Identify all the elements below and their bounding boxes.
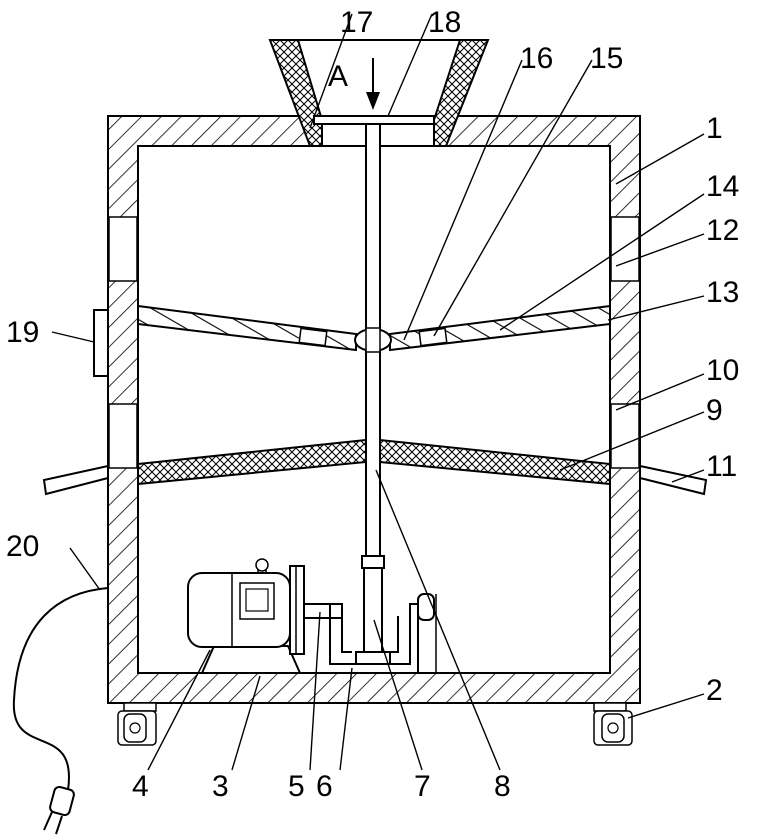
- label-11: 11: [706, 450, 737, 483]
- label-3: 3: [212, 770, 229, 803]
- left-wall-slot-lower: [109, 404, 137, 468]
- right-linkage: [390, 604, 418, 673]
- motor: [188, 559, 304, 654]
- sleeve-upper: [362, 556, 384, 568]
- left-caster: [118, 703, 156, 745]
- left-wall-slot-upper: [109, 217, 137, 281]
- label-9: 9: [706, 394, 723, 427]
- lower-screen-left: [138, 440, 366, 484]
- label-17: 17: [340, 6, 373, 39]
- left-hinge: [299, 328, 327, 345]
- drive-shaft: [304, 604, 342, 618]
- label-7: 7: [414, 770, 431, 803]
- label-10: 10: [706, 354, 739, 387]
- lower-screen-right: [380, 440, 610, 484]
- label-20: 20: [6, 530, 39, 563]
- motor-mount: [202, 646, 300, 673]
- control-box: [94, 310, 108, 376]
- power-cable: [14, 588, 108, 834]
- label-13: 13: [706, 276, 739, 309]
- label-1: 1: [706, 112, 723, 145]
- right-hinge: [419, 328, 447, 345]
- lower-sleeve: [356, 556, 390, 664]
- left-discharge-chute: [44, 466, 108, 494]
- label-2: 2: [706, 674, 723, 707]
- label-18: 18: [428, 6, 461, 39]
- label-view-a: A: [328, 60, 348, 93]
- view-arrow: [366, 58, 380, 110]
- right-discharge-chute: [640, 466, 706, 494]
- label-5: 5: [288, 770, 305, 803]
- power-plug: [49, 786, 75, 816]
- lifting-eye: [256, 559, 268, 571]
- label-8: 8: [494, 770, 511, 803]
- motor-flange: [290, 566, 304, 654]
- label-14: 14: [706, 170, 739, 203]
- top-plate: [314, 116, 434, 124]
- right-wall-slot-lower: [611, 404, 639, 468]
- right-wall-slot-upper: [611, 217, 639, 281]
- bearing-block: [418, 594, 434, 620]
- label-12: 12: [706, 214, 739, 247]
- label-6: 6: [316, 770, 333, 803]
- right-caster: [594, 703, 632, 745]
- sleeve-body: [364, 568, 382, 654]
- label-15: 15: [590, 42, 623, 75]
- label-16: 16: [520, 42, 553, 75]
- label-19: 19: [6, 316, 39, 349]
- label-4: 4: [132, 770, 149, 803]
